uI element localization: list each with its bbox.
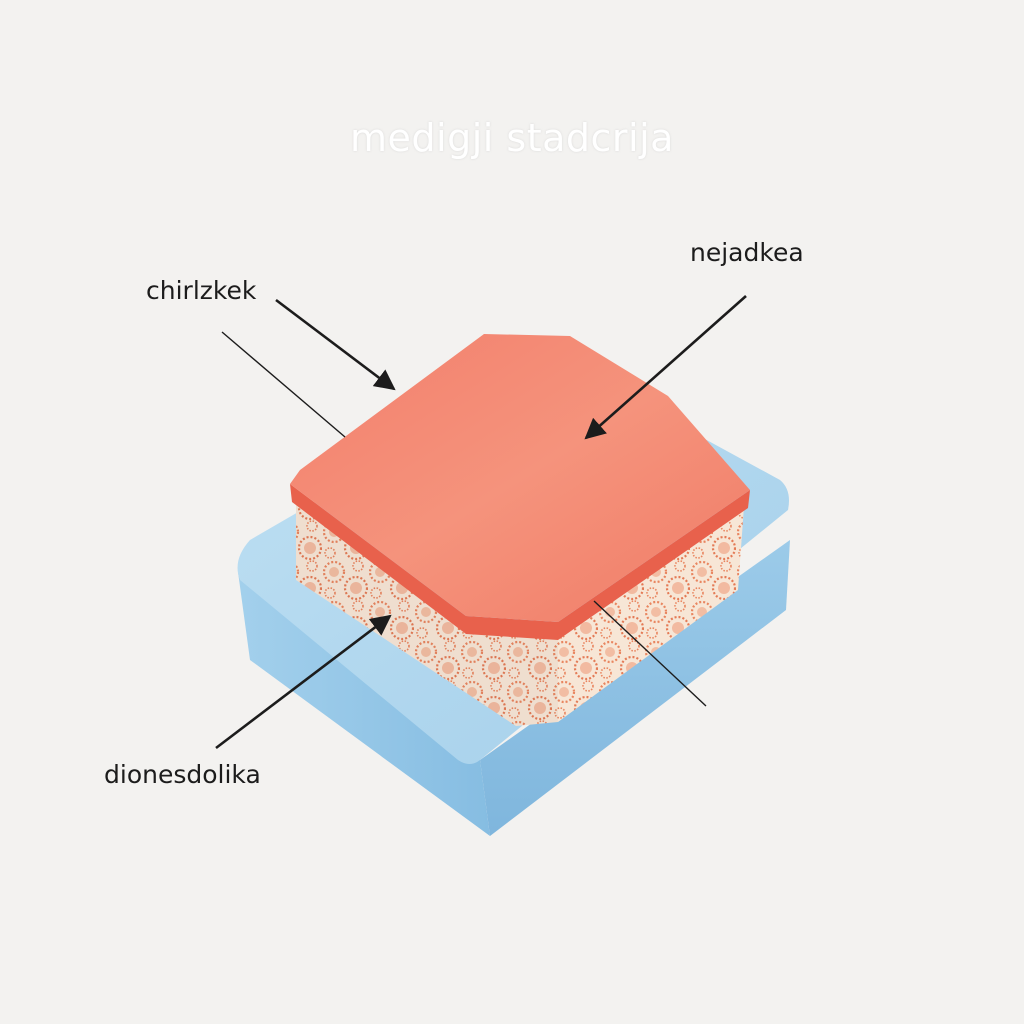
arrow-top-right <box>584 295 747 440</box>
leader-line-top-left <box>221 331 346 438</box>
arrow-top-left <box>275 298 396 391</box>
label-bottom-left: dionesdolika <box>104 760 261 789</box>
arrow-bottom-left <box>215 614 392 750</box>
cell-layer <box>296 500 744 726</box>
label-top-right: nejadkea <box>690 238 804 267</box>
diagram-title: medigji stadcrija <box>350 116 674 160</box>
annotation-lines <box>215 295 747 750</box>
label-top-left: chirlzkek <box>146 276 257 305</box>
leader-line-right <box>593 600 707 707</box>
tissue-top-layer <box>290 334 750 640</box>
